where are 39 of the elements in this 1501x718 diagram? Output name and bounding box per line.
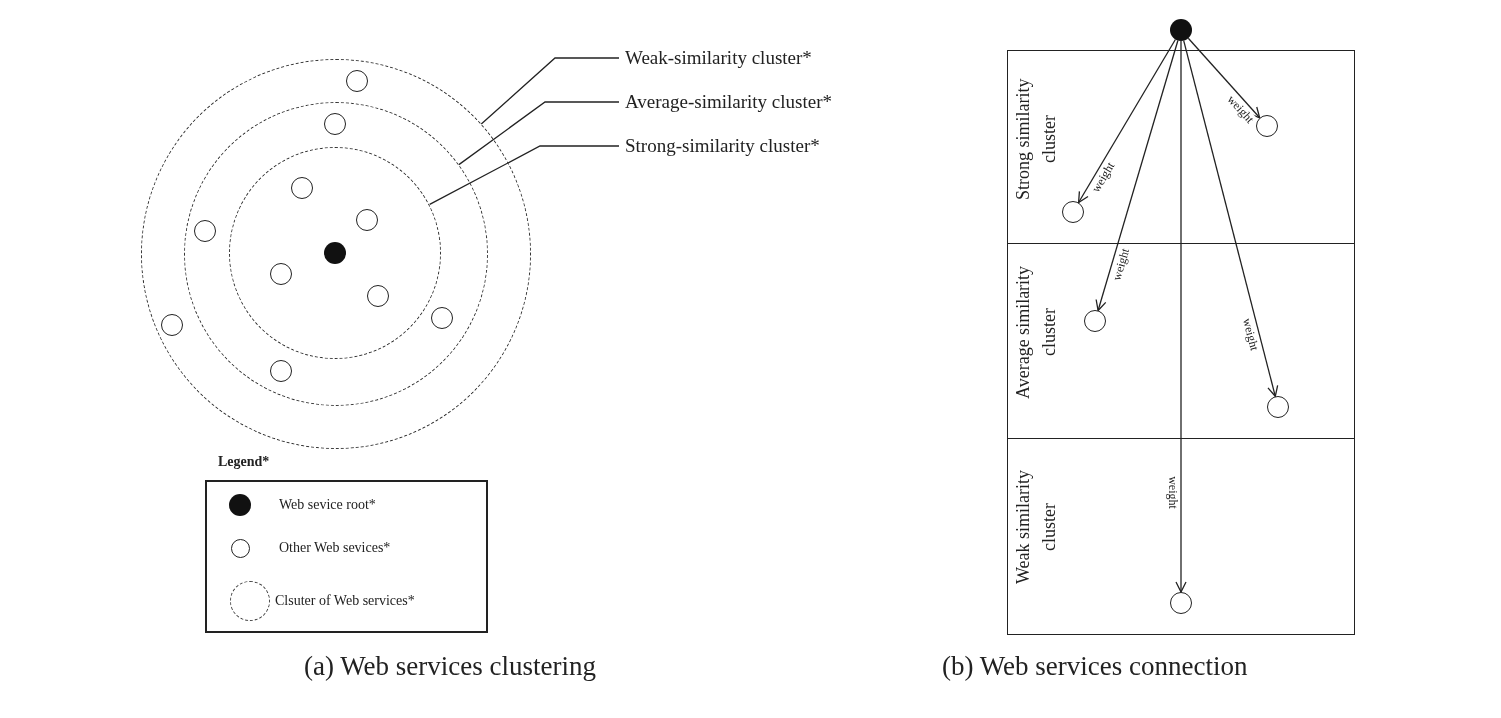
leader-line [458,101,620,166]
service-node [194,220,216,242]
service-node [431,307,453,329]
arrow [1175,40,1187,593]
arrow [1077,38,1177,204]
service-node [290,176,313,199]
root-node [323,241,346,264]
service-node [1061,200,1084,223]
band-label: Weak similarity cluster [1012,469,1060,586]
legend-text: Other Web sevices* [279,539,391,557]
service-node [160,313,183,336]
caption: (b) Web services connection [942,650,1248,683]
legend-text: Clsuter of Web services* [275,592,415,610]
arrow [1183,40,1279,397]
service-node [1169,591,1192,614]
edge-label: weight [1165,475,1179,511]
legend-title: Legend* [218,453,270,471]
callout-label: Strong-similarity cluster* [625,134,820,158]
service-node [324,113,346,135]
service-node [1255,114,1278,137]
service-node [366,284,389,307]
service-node [355,208,378,231]
band-label: Average similarity cluster [1012,264,1060,401]
leader-line [429,145,620,206]
arrow [1095,39,1179,312]
arrow [1187,37,1261,119]
service-node [270,360,292,382]
leader-line [480,57,620,125]
service-node [1083,309,1106,332]
service-node [1266,395,1289,418]
callout-label: Weak-similarity cluster* [625,46,812,70]
cluster-ring [229,147,441,359]
caption: (a) Web services clustering [304,650,596,683]
service-node [269,262,292,285]
band-label: Strong similarity cluster [1012,77,1060,202]
service-node [345,69,368,92]
callout-label: Average-similarity cluster* [625,90,832,114]
legend-text: Web sevice root* [279,496,376,514]
root-node [1170,19,1192,41]
